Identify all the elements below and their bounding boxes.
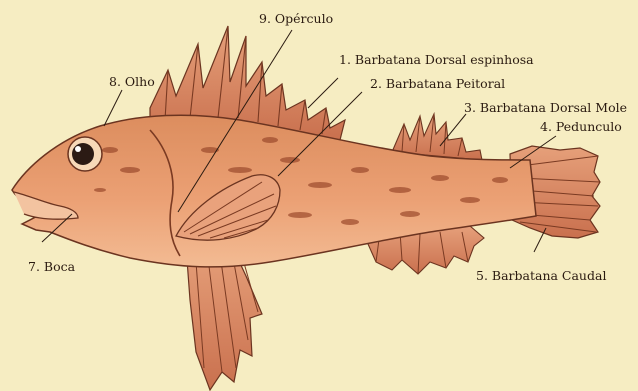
label-boca: 7. Boca [28, 259, 76, 274]
label-olho: 8. Olho [109, 74, 155, 89]
label-dorsal-espinhosa: 1. Barbatana Dorsal espinhosa [339, 52, 534, 67]
label-dorsal-mole: 3. Barbatana Dorsal Mole [464, 100, 627, 115]
label-peitoral: 2. Barbatana Peitoral [370, 76, 505, 91]
label-operculo: 9. Opérculo [259, 11, 333, 26]
label-caudal: 5. Barbatana Caudal [476, 268, 606, 283]
leader-dorsal-espinhosa [308, 78, 338, 108]
eye [68, 137, 102, 171]
pelvic-fin [186, 246, 262, 390]
label-pedunculo: 4. Pedunculo [540, 119, 622, 134]
